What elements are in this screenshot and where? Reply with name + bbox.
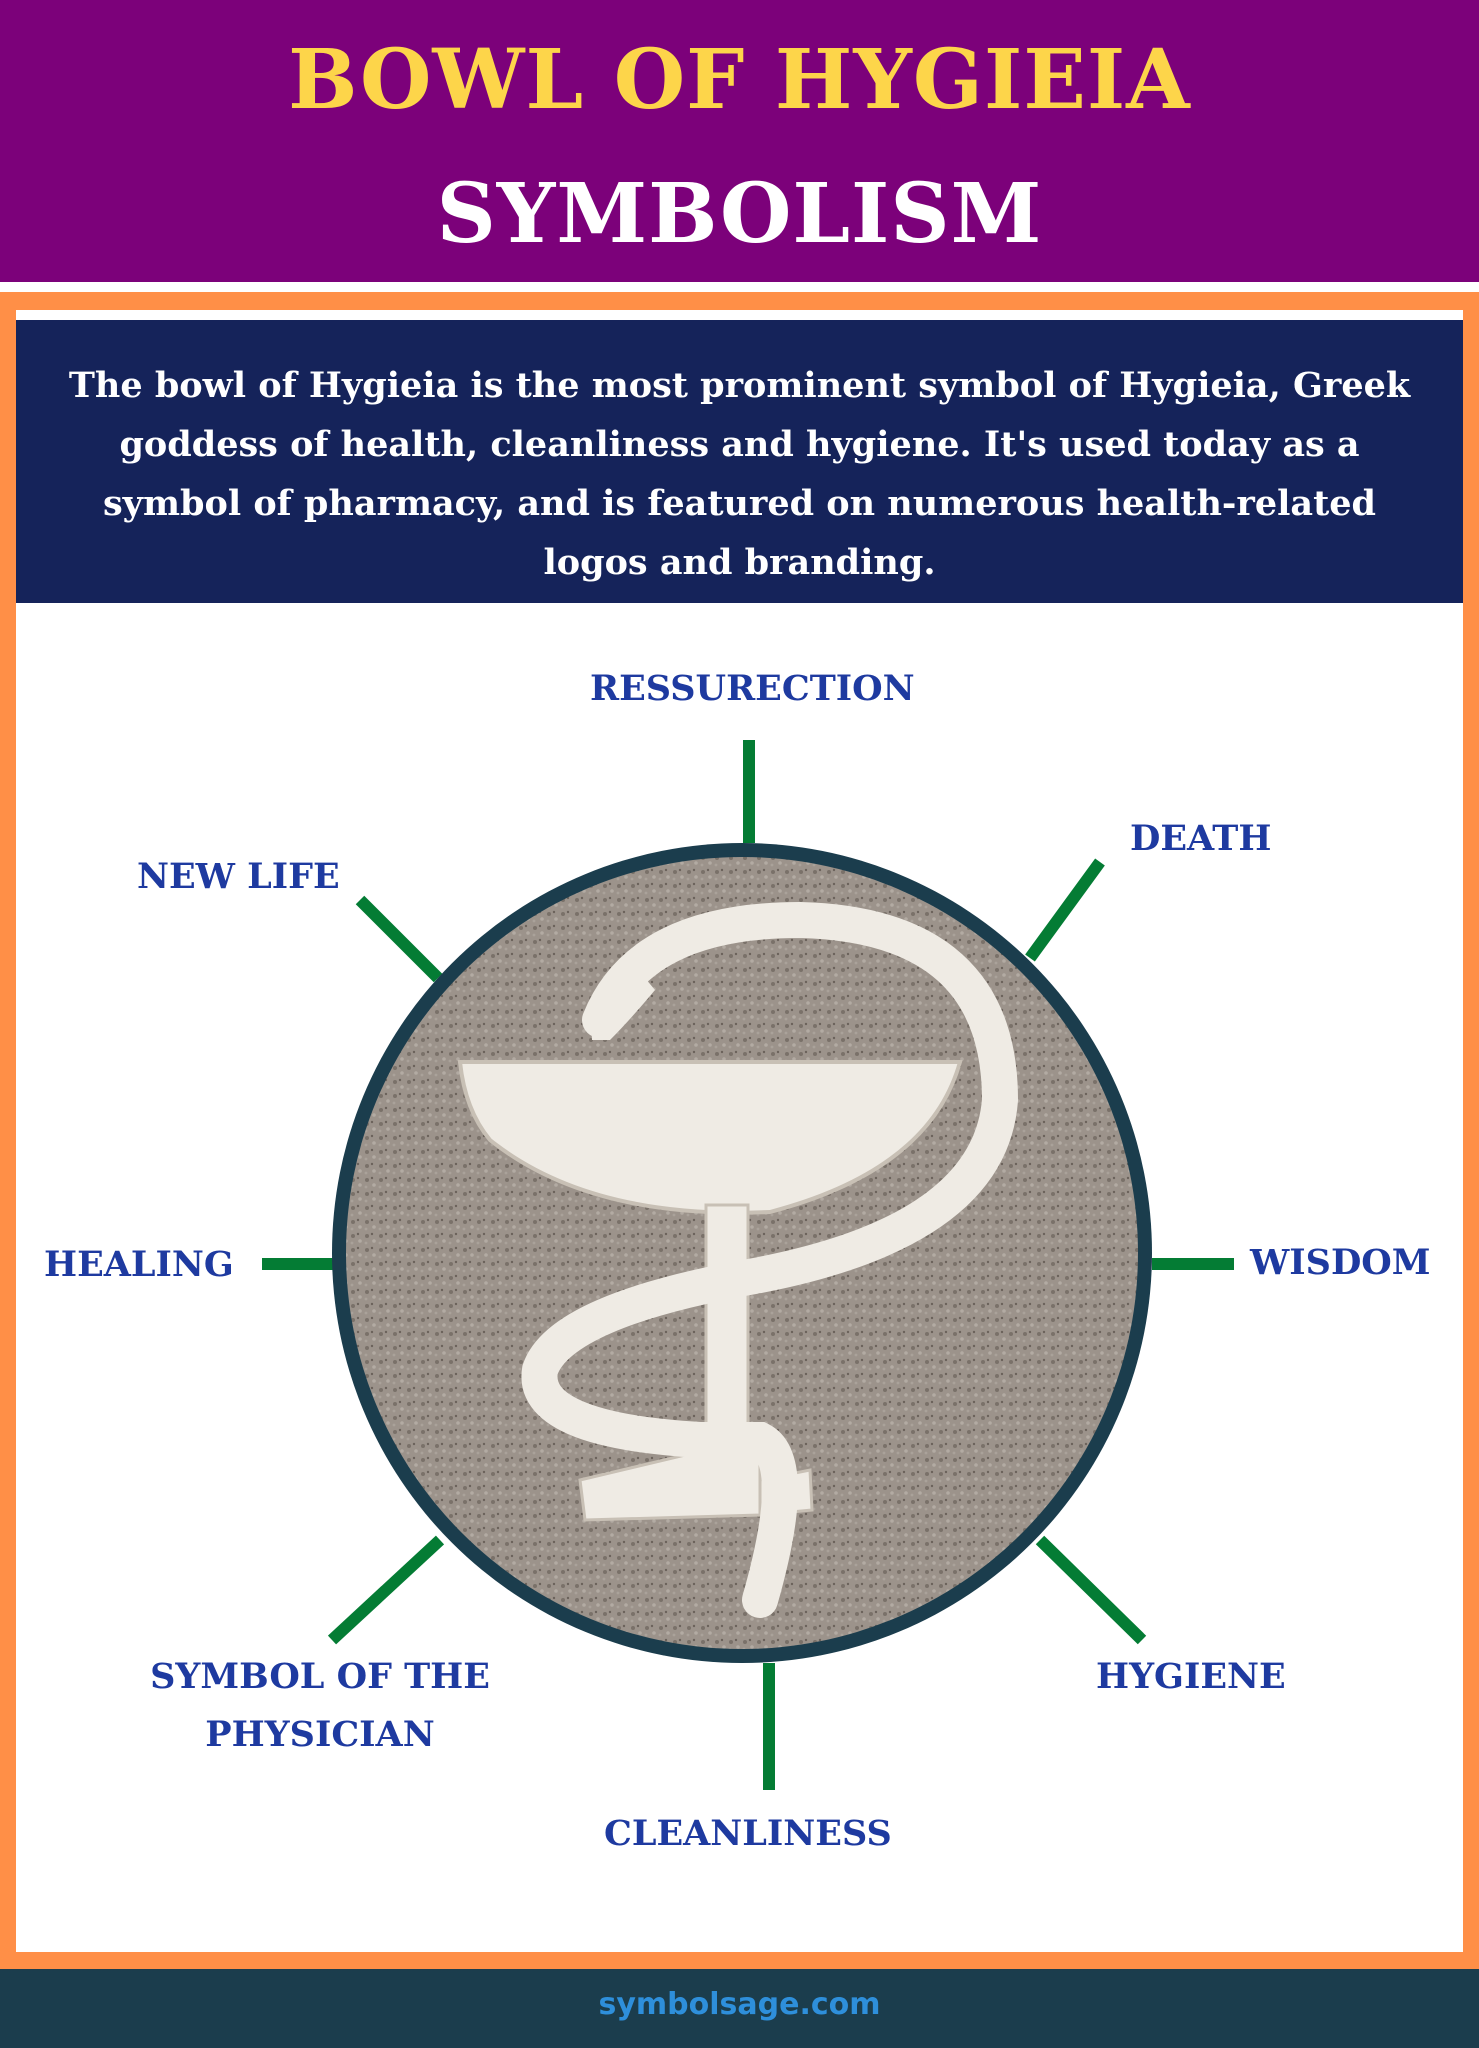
label-cleanliness: CLEANLINESS [604,1813,892,1854]
label-hygiene: HYGIENE [1096,1656,1286,1697]
label-death: DEATH [1130,818,1272,859]
connector-bottom-right [1035,1535,1147,1645]
bowl-of-hygieia-photo [346,857,1138,1649]
title-line-2: SYMBOLISM [436,166,1043,262]
footer: symbolsage.com [0,1969,1479,2048]
label-new-life: NEW LIFE [137,856,340,897]
title-line-1: BOWL OF HYGIEIA [288,32,1191,128]
connector-bottom-left [327,1535,445,1645]
label-physician-line1: SYMBOL OF THE [150,1656,490,1697]
snake-shape [521,901,1019,1618]
label-symbol-of-the-physician: SYMBOL OF THE PHYSICIAN [140,1648,500,1764]
label-wisdom: WISDOM [1250,1242,1431,1283]
connector-top-right [1025,858,1105,962]
connector-lines [262,740,1234,1790]
intro-text: The bowl of Hygieia is the most prominen… [68,365,1411,583]
site-link[interactable]: symbolsage.com [598,1987,881,2022]
intro-box: The bowl of Hygieia is the most prominen… [16,320,1463,603]
bowl-shape [457,1060,963,1215]
label-ressurection: RESSURECTION [590,668,915,709]
header-banner: BOWL OF HYGIEIA SYMBOLISM [0,0,1479,282]
connector-top-left [355,895,443,983]
label-physician-line2: PHYSICIAN [205,1714,435,1755]
label-healing: HEALING [44,1244,234,1285]
